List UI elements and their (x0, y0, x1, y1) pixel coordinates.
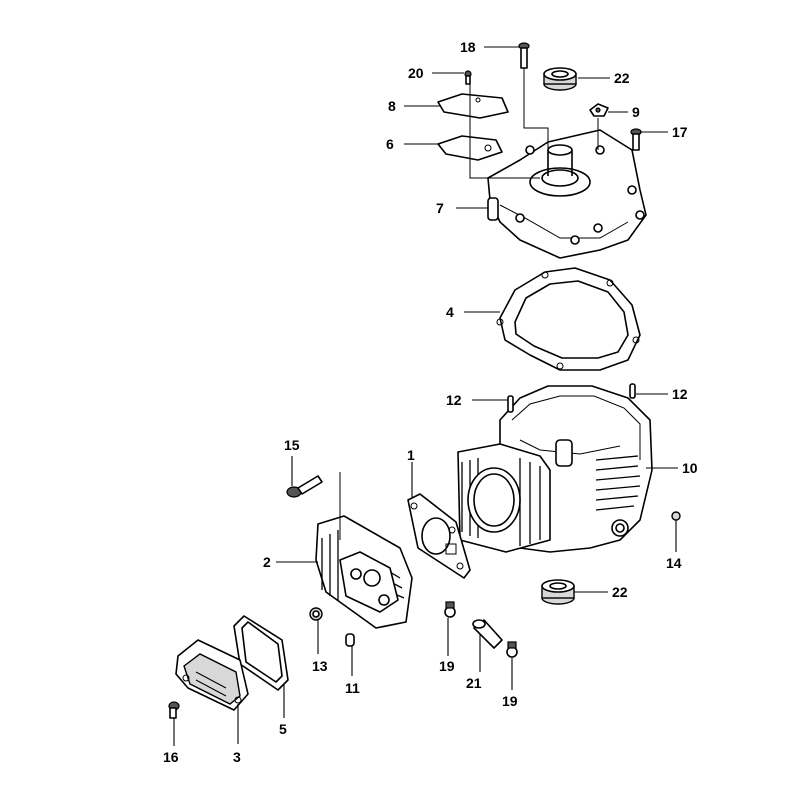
head-bolt-15 (286, 475, 323, 498)
pin-11 (345, 633, 355, 647)
callout-16: 16 (163, 749, 179, 765)
dowel-pin-12-right (629, 383, 636, 399)
callout-10: 10 (682, 460, 698, 476)
callout-2: 2 (263, 554, 271, 570)
dowel-pin-12-left (507, 395, 514, 413)
gasket-plate-8 (437, 93, 509, 119)
callout-21: 21 (466, 675, 482, 691)
callout-4: 4 (446, 304, 454, 320)
callout-labels: 18 20 22 8 9 6 17 7 4 12 12 15 1 10 2 14… (163, 39, 698, 765)
callout-12-left: 12 (446, 392, 462, 408)
callout-15: 15 (284, 437, 300, 453)
callout-7: 7 (436, 200, 444, 216)
head-gasket-1 (407, 493, 471, 579)
callout-9: 9 (632, 104, 640, 120)
callout-22-top: 22 (614, 70, 630, 86)
crankcase-cover (487, 129, 647, 259)
callout-19-left: 19 (439, 658, 455, 674)
callout-5: 5 (279, 721, 287, 737)
plug-14 (671, 511, 681, 521)
callout-8: 8 (388, 98, 396, 114)
screw-20 (464, 70, 472, 85)
leader-lines (173, 46, 678, 746)
bolt-16 (168, 701, 180, 719)
clamp-19-right (506, 641, 518, 658)
callout-20: 20 (408, 65, 424, 81)
callout-13: 13 (312, 658, 328, 674)
callout-17: 17 (672, 124, 688, 140)
callout-11: 11 (345, 680, 360, 696)
oil-seal-22-bottom (541, 579, 575, 605)
clamp-19-left (444, 601, 456, 618)
callout-18: 18 (460, 39, 476, 55)
bolt-17 (630, 128, 642, 151)
callout-12-right: 12 (672, 386, 688, 402)
bolt-18 (518, 42, 530, 69)
spark-plug-insert-13 (309, 607, 323, 621)
crankcase-gasket-4 (496, 267, 641, 371)
cylinder-block-10 (457, 385, 653, 553)
callout-6: 6 (386, 136, 394, 152)
callout-19-right: 19 (502, 693, 518, 709)
callout-22-bottom: 22 (612, 584, 628, 600)
callout-14: 14 (666, 555, 682, 571)
plug-9 (589, 103, 609, 117)
valve-cover-3 (175, 639, 249, 711)
callout-1: 1 (407, 447, 415, 463)
tube-21 (472, 619, 503, 649)
cylinder-head-2 (315, 515, 413, 629)
valve-cover-gasket-5 (233, 615, 289, 691)
callout-3: 3 (233, 749, 241, 765)
oil-seal-22-top (543, 67, 577, 91)
